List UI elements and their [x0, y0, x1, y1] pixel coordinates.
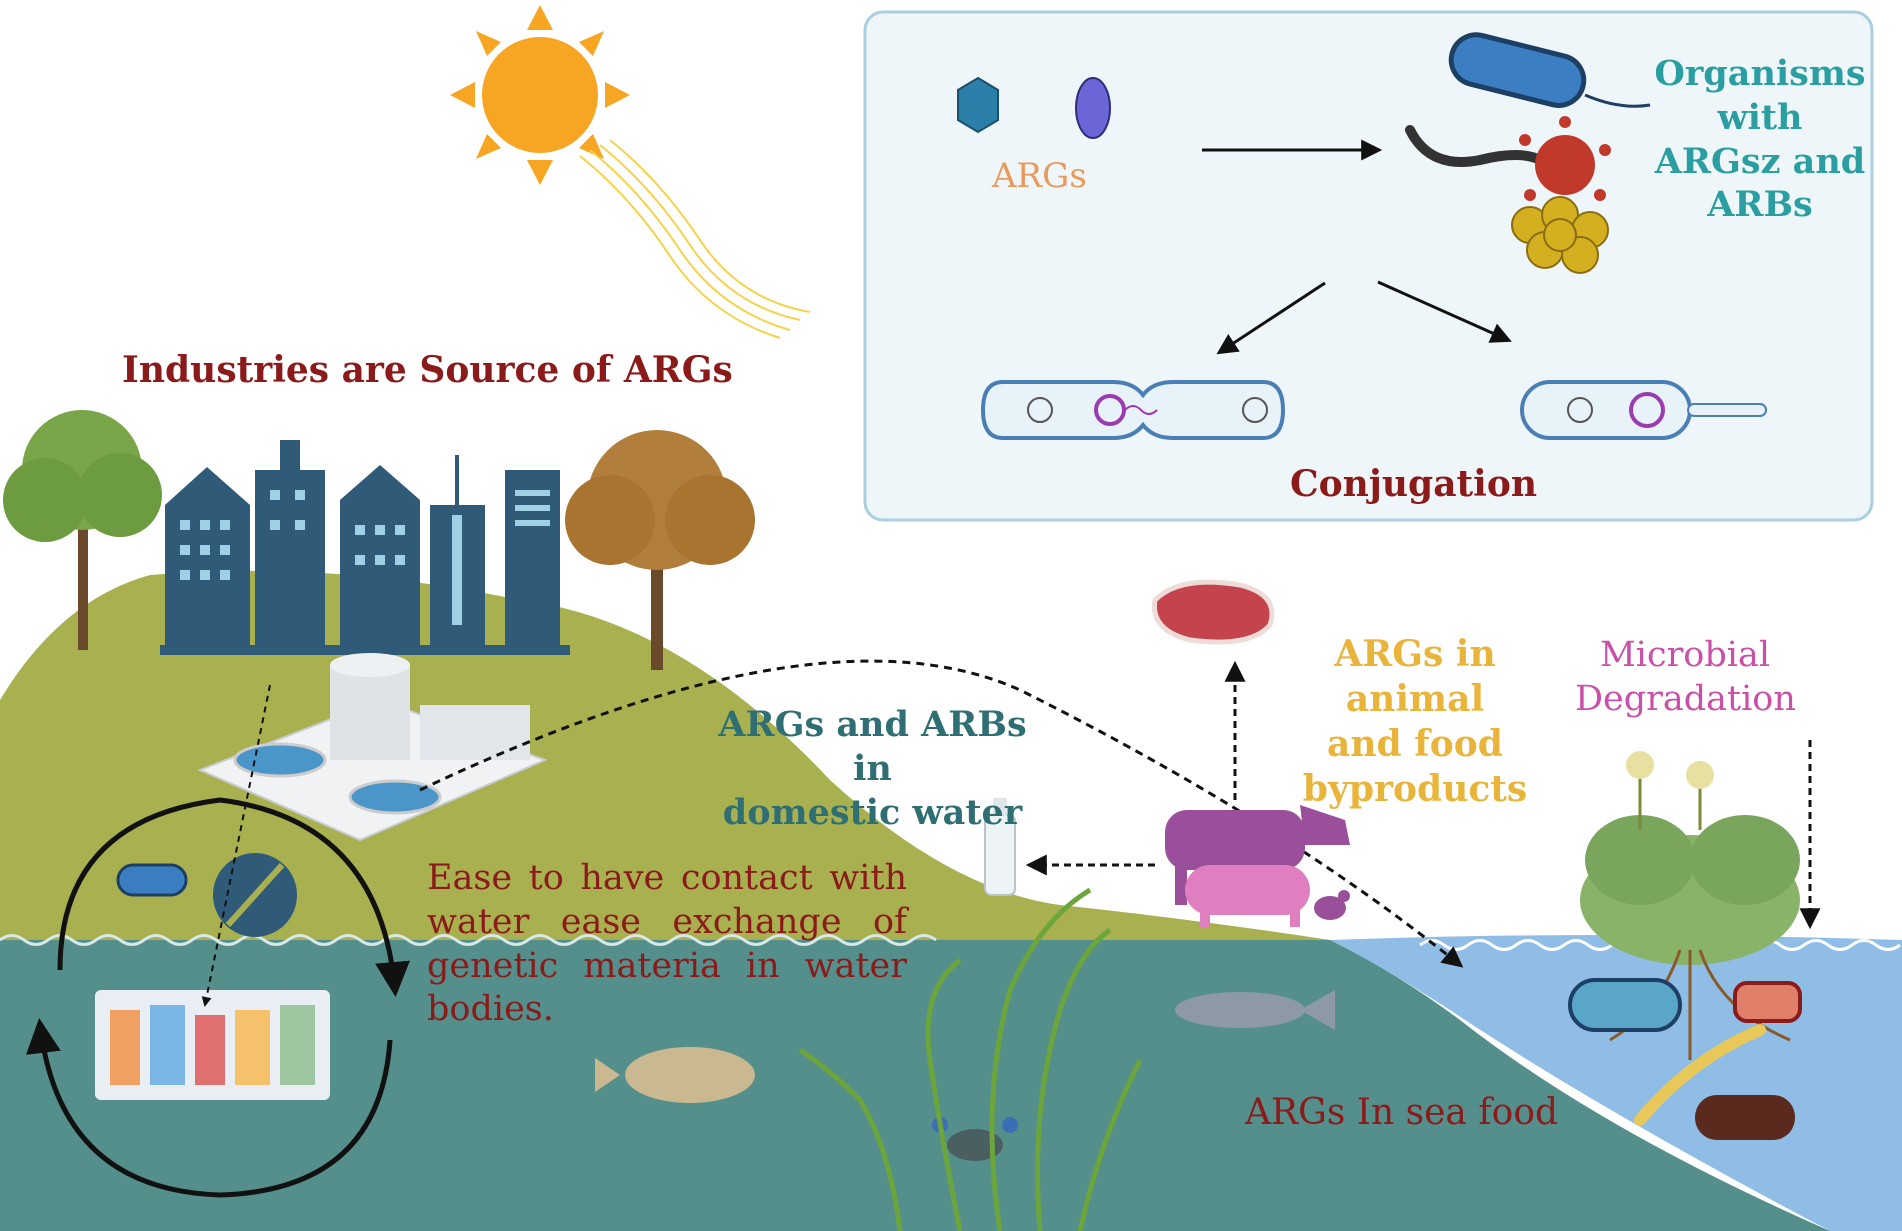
plant-icon: [1580, 751, 1800, 1060]
cycle-arrow-top: [57, 797, 410, 997]
conjugation-arrow-left: [1216, 281, 1326, 355]
bacterium-icon: [1448, 32, 1651, 108]
bacterium-icon: [116, 863, 188, 897]
ease-contact-line: water ease exchange of: [427, 901, 907, 942]
pig-icon: [1185, 865, 1310, 927]
ease-contact-line: genetic materia in water: [427, 945, 907, 986]
building-icon: [160, 440, 570, 655]
animal-byproducts-line: byproducts: [1302, 768, 1528, 810]
worm-icon: [1634, 1024, 1766, 1126]
seafood-label: ARGs In sea food: [1245, 1092, 1559, 1133]
recipient-cell-icon: [1520, 380, 1767, 440]
animal-byproducts-label: ARGs in animal and food byproducts: [1280, 632, 1550, 812]
conjugation-arrow-right: [1377, 280, 1512, 343]
domestic-water-label: ARGs and ARBs in domestic water: [700, 703, 1045, 834]
wave-line: [0, 934, 937, 946]
chicken-icon: [1314, 890, 1350, 920]
organisms-line: Organisms: [1654, 53, 1866, 94]
worm-icon: [1405, 125, 1545, 167]
flounder-icon: [595, 1047, 755, 1103]
organisms-label: Organisms with ARGsz and ARBs: [1650, 52, 1870, 227]
organisms-line: with: [1717, 96, 1803, 138]
seagrass-icon: [798, 887, 1143, 1231]
tree-icon: [565, 430, 755, 670]
ease-contact-line: bodies.: [427, 989, 554, 1030]
cycle-arrow-bottom: [26, 1018, 393, 1198]
ease-contact-label: Ease to have contact with water ease exc…: [427, 857, 907, 1032]
args-label: ARGs: [992, 156, 1087, 196]
industries-label: Industries are Source of ARGs: [122, 349, 733, 391]
meat-icon: [1151, 579, 1275, 645]
organisms-line: ARBs: [1707, 184, 1813, 226]
domestic-water-line: ARGs and ARBs in: [718, 704, 1027, 789]
pill-icon: [213, 853, 297, 937]
arg-oval-icon: [1075, 77, 1111, 139]
treatment-plant-icon: [197, 653, 548, 842]
medicine-icon: [95, 990, 330, 1100]
sun-icon: [450, 5, 630, 185]
sea-water: [0, 940, 1830, 1231]
fish-icon: [1175, 990, 1335, 1030]
sun-rays: [579, 139, 811, 339]
animal-byproducts-line: and food: [1327, 723, 1503, 765]
microbial-degradation-line: Degradation: [1575, 678, 1796, 719]
tree-icon: [3, 410, 162, 650]
microbial-degradation-line: Microbial: [1599, 635, 1771, 675]
domestic-water-line: domestic water: [722, 791, 1023, 833]
animal-byproducts-line: ARGs in animal: [1334, 633, 1496, 720]
arg-hexagon-icon: [957, 76, 999, 134]
bacterium-icon: [1695, 1095, 1795, 1140]
conjugation-label: Conjugation: [1290, 463, 1538, 505]
crab-icon: [932, 1117, 1018, 1161]
conjugating-cells-icon: [980, 380, 1286, 440]
bacterium-icon: [1733, 981, 1802, 1023]
bottle-icon: [984, 798, 1016, 896]
bacterium-icon: [1568, 978, 1682, 1032]
fungus-icon: [1511, 196, 1609, 274]
ease-contact-line: Ease to have contact with: [427, 858, 907, 898]
microbial-degradation-label: Microbial Degradation: [1575, 634, 1796, 722]
dispersal-arc-arrow: [419, 659, 1464, 968]
organisms-line: ARGsz and: [1654, 140, 1866, 182]
